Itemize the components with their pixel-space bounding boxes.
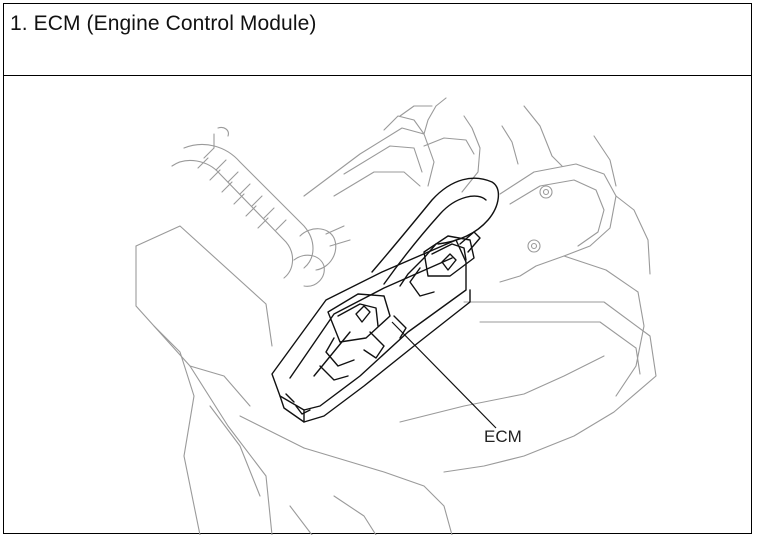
document-frame: 1. ECM (Engine Control Module) xyxy=(3,3,752,535)
section-header: 1. ECM (Engine Control Module) xyxy=(4,4,751,76)
ecm-leader-line xyxy=(391,321,497,429)
ecm-callout-label: ECM xyxy=(484,427,522,446)
ecm-location-illustration: ECM xyxy=(135,97,657,535)
ecm-unit xyxy=(271,177,499,423)
engine-bay-background xyxy=(135,97,657,535)
illustration-area: ECM xyxy=(4,76,751,535)
section-title: 1. ECM (Engine Control Module) xyxy=(10,12,317,35)
